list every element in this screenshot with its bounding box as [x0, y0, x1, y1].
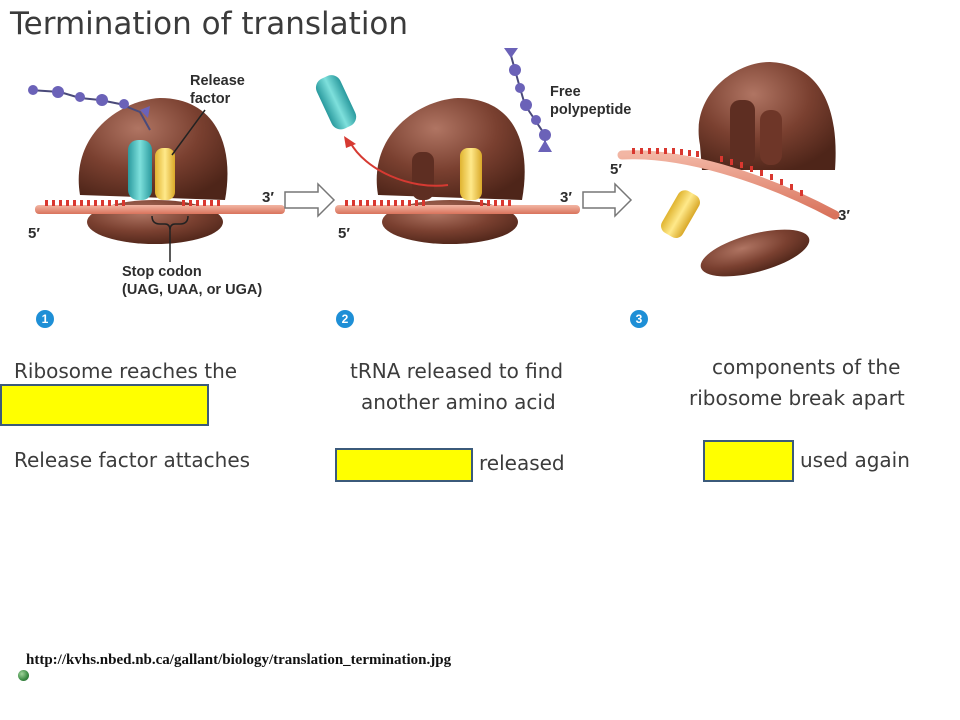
polypeptide-chain: [28, 85, 151, 131]
five-prime-label-1: 5′: [28, 225, 40, 242]
mrna-strand: [335, 205, 580, 214]
mrna-codons: [345, 200, 511, 206]
release-factor-label-2: factor: [190, 91, 231, 107]
stop-codon-label-2: (UAG, UAA, or UGA): [122, 282, 262, 298]
three-prime-label-2: 3′: [560, 189, 572, 206]
panel-1: Release factor Stop codon (UAG, UAA, or …: [28, 73, 285, 328]
large-subunit: [78, 98, 228, 200]
subunit-site: [730, 100, 755, 165]
trna-exit-arrow: [349, 141, 449, 187]
step2-caption-2: another amino acid: [361, 390, 556, 414]
empty-site: [412, 152, 434, 200]
trna: [128, 140, 152, 200]
step1-caption-1: Ribosome reaches the: [14, 359, 238, 383]
step2-answer-blank[interactable]: [335, 448, 473, 482]
mrna-strand: [617, 150, 840, 220]
step3-answer-blank[interactable]: [703, 440, 794, 482]
stop-codon-label-1: Stop codon: [122, 264, 202, 280]
source-url[interactable]: http://kvhs.nbed.nb.ca/gallant/biology/t…: [26, 652, 452, 668]
five-prime-label-2: 5′: [338, 225, 350, 242]
panel-3: 5′ 3′ 3: [610, 62, 850, 328]
step-1-marker: [36, 310, 54, 328]
step3-caption-1: components of the: [712, 355, 901, 379]
step3-caption-3: used again: [800, 448, 910, 472]
release-factor-pointer: [171, 109, 206, 156]
three-prime-label-1: 3′: [262, 189, 274, 206]
subunit-site: [760, 110, 782, 165]
panel-2: Free polypeptide 3′ 5′ 2: [315, 48, 631, 328]
slide-nav-icon[interactable]: [18, 670, 29, 681]
release-factor: [460, 148, 482, 200]
three-prime-label-3: 3′: [838, 207, 850, 224]
free-polypeptide: [504, 48, 552, 152]
step-3-number: 3: [636, 312, 643, 326]
mrna-strand: [35, 205, 285, 214]
step-1-number: 1: [42, 312, 49, 326]
step-2-number: 2: [342, 312, 349, 326]
small-subunit: [700, 229, 810, 277]
mrna-codons: [632, 148, 803, 196]
step3-caption-2: ribosome break apart: [689, 386, 905, 410]
released-trna: [315, 75, 357, 130]
released-release-factor: [661, 190, 700, 238]
step-3-marker: [630, 310, 648, 328]
step2-caption-1: tRNA released to find: [350, 359, 564, 383]
five-prime-label-3: 5′: [610, 161, 622, 178]
step2-caption-3: released: [479, 451, 565, 475]
trna-exit-arrowhead: [344, 136, 356, 148]
step-arrow-2: [582, 182, 633, 218]
step1-answer-blank[interactable]: [0, 384, 209, 426]
step-2-marker: [336, 310, 354, 328]
page-title: Termination of translation: [10, 6, 409, 42]
step-arrow-1: [284, 182, 336, 218]
release-factor: [155, 148, 175, 200]
free-polypeptide-label-1: Free: [550, 84, 581, 100]
mrna-codons: [45, 200, 220, 206]
step1-caption-2: Release factor attaches: [14, 448, 251, 472]
release-factor-label-1: Release: [190, 73, 245, 89]
termination-diagram: Release factor Stop codon (UAG, UAA, or …: [28, 48, 850, 328]
large-subunit: [376, 98, 525, 200]
free-polypeptide-label-2: polypeptide: [550, 102, 631, 118]
